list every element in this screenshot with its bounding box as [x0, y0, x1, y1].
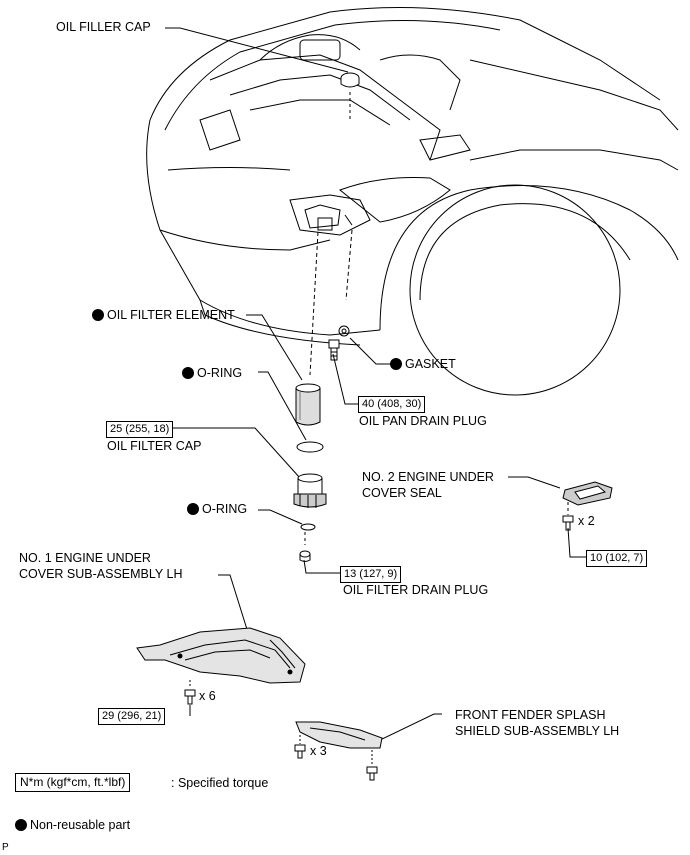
front-fender-splash-shield-part — [295, 721, 383, 749]
oil-filter-element-part — [295, 383, 321, 426]
non-reusable-icon — [15, 819, 27, 831]
no2-seal-bolt-part — [562, 515, 574, 531]
label-oil-filter-drain-plug: OIL FILTER DRAIN PLUG — [343, 583, 489, 597]
label-oil-pan-drain-plug: OIL PAN DRAIN PLUG — [359, 414, 487, 428]
torque-oil-pan-drain-plug: 40 (408, 30) — [358, 396, 426, 413]
qty-no1-cover-bolt: x 6 — [199, 689, 216, 703]
label-oil-filter-element: OIL FILTER ELEMENT — [92, 308, 235, 323]
label-gasket: GASKET — [390, 357, 456, 372]
torque-oil-filter-drain-plug: 13 (127, 9) — [340, 566, 402, 583]
torque-no1-cover-bolt: 29 (296, 21) — [98, 708, 166, 725]
leader-lines — [165, 27, 586, 743]
torque-oil-filter-cap: 25 (255, 18) — [106, 421, 174, 438]
label-o-ring-lower: O-RING — [187, 502, 247, 517]
label-o-ring-lower-text: O-RING — [202, 502, 248, 516]
o-ring-lower-part — [300, 523, 316, 531]
label-gasket-text: GASKET — [405, 357, 456, 371]
label-no2-seal-line1: NO. 2 ENGINE UNDER — [362, 470, 494, 484]
label-no1-cover-line1: NO. 1 ENGINE UNDER — [19, 551, 151, 565]
no1-cover-bolt-part — [184, 680, 196, 705]
label-no2-seal-line2: COVER SEAL — [362, 486, 442, 500]
non-reusable-icon — [92, 309, 104, 321]
vehicle-front-drawing — [146, 7, 679, 396]
oil-filter-cap-part — [293, 473, 327, 508]
figure-code: P — [2, 842, 9, 853]
non-reusable-icon — [390, 358, 402, 370]
oil-filter-drain-plug-part — [299, 550, 311, 562]
no1-engine-under-cover-part — [136, 627, 306, 684]
label-oil-filter-element-text: OIL FILTER ELEMENT — [107, 308, 235, 322]
legend-nonreusable-text: Non-reusable part — [30, 818, 131, 832]
legend-nonreusable: Non-reusable part — [15, 818, 130, 833]
qty-splash-bolt: x 3 — [310, 744, 327, 758]
label-splash-line2: SHIELD SUB-ASSEMBLY LH — [455, 724, 620, 738]
non-reusable-icon — [187, 503, 199, 515]
o-ring-upper-part — [296, 441, 324, 453]
splash-bolt-parts — [294, 735, 378, 781]
legend-torque-text: : Specified torque — [171, 776, 269, 790]
gasket-part — [338, 325, 350, 337]
label-o-ring-upper: O-RING — [182, 366, 242, 381]
label-o-ring-upper-text: O-RING — [197, 366, 243, 380]
label-oil-filter-cap: OIL FILTER CAP — [107, 439, 202, 453]
label-splash-line1: FRONT FENDER SPLASH — [455, 708, 606, 722]
non-reusable-icon — [182, 367, 194, 379]
label-oil-filler-cap: OIL FILLER CAP — [56, 20, 151, 34]
legend-torque-box: N*m (kgf*cm, ft.*lbf) — [15, 773, 131, 792]
qty-no2-seal-bolt: x 2 — [578, 514, 595, 528]
label-no1-cover-line2: COVER SUB-ASSEMBLY LH — [19, 567, 183, 581]
torque-no2-seal-bolt: 10 (102, 7) — [586, 550, 648, 567]
no2-engine-under-cover-seal-part — [562, 481, 613, 506]
oil-pan-drain-plug-part — [328, 339, 340, 361]
